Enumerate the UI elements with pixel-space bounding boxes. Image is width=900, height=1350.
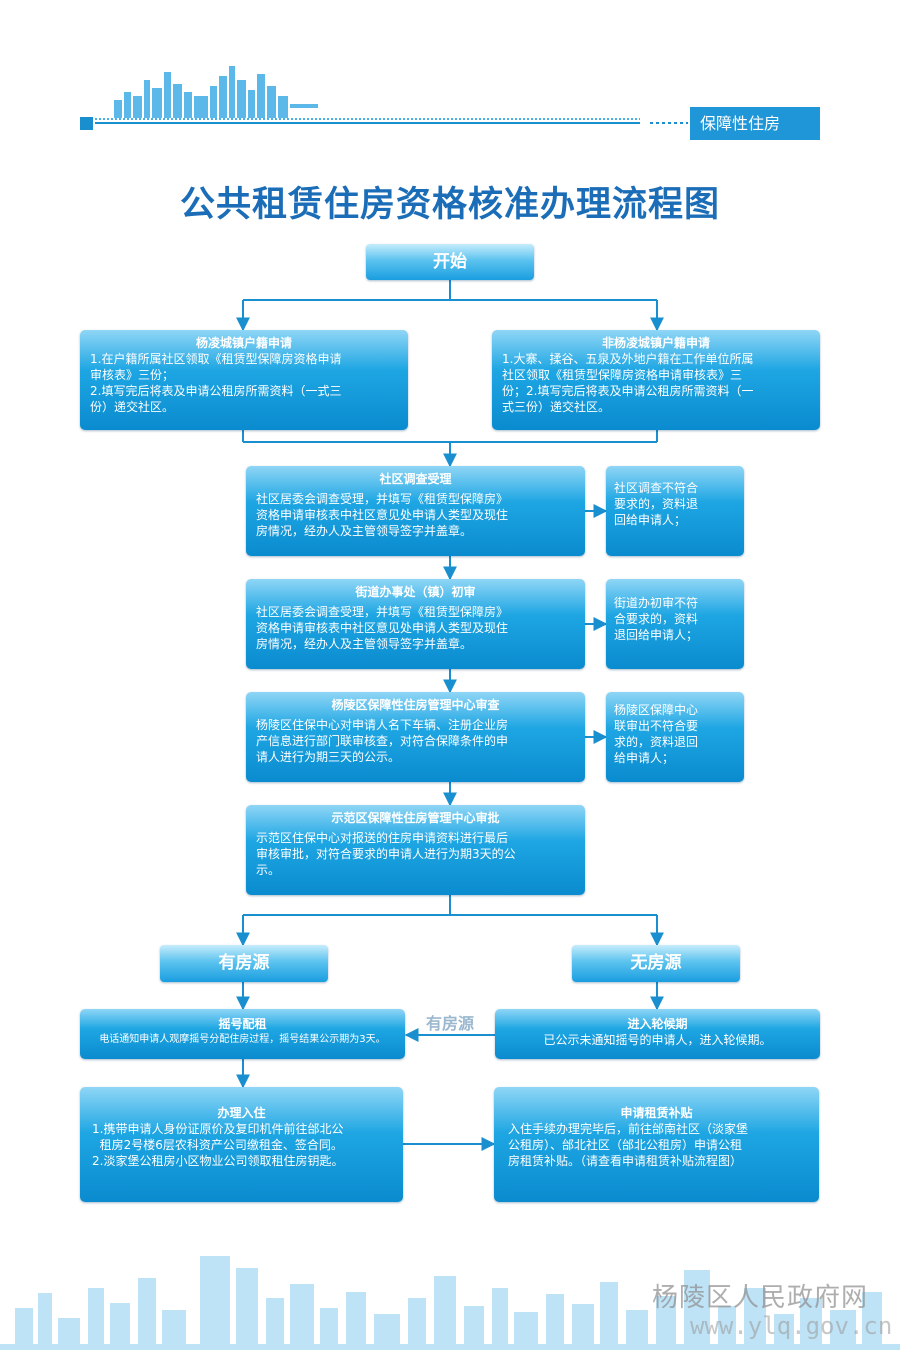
waiting-line: 已公示未通知摇号的申请人，进入轮候期。	[543, 1033, 772, 1047]
waiting-box: 进入轮候期 已公示未通知摇号的申请人，进入轮候期。	[495, 1009, 820, 1059]
watermark-name: 杨陵区人民政府网	[652, 1283, 869, 1313]
step-community-title: 社区调查受理	[379, 472, 452, 486]
step-district-line: 杨陵区住保中心对申请人名下车辆、注册企业房	[256, 718, 509, 732]
step-district-line: 请人进行为期三天的公示。	[256, 750, 401, 764]
step-district-box: 杨陵区保障性住房管理中心审查 杨陵区住保中心对申请人名下车辆、注册企业房 产信息…	[246, 692, 585, 782]
arrow-label-has-housing: 有房源	[426, 1014, 474, 1033]
branch-has-housing: 有房源	[160, 945, 328, 982]
waiting-title: 进入轮候期	[627, 1017, 688, 1031]
subsidy-line: 入住手续办理完毕后，前往邰南社区（淡家堡	[508, 1122, 749, 1136]
step-approval-box: 示范区保障性住房管理中心审批 示范区住保中心对报送的住房申请资料进行最后 审核审…	[246, 805, 585, 895]
right-apply-line: 社区领取《租赁型保障房资格申请审核表》三	[502, 368, 743, 382]
edge-step4-split	[243, 895, 657, 916]
right-apply-line: 份；2.填写完后将表及申请公租房所需资料（一	[502, 384, 754, 398]
checkin-box: 办理入住 1.携带申请人身份证原价及复印机件前往邰北公 租房2号楼6层农科资产公…	[80, 1087, 403, 1202]
right-apply-title: 非杨凌城镇户籍申请	[601, 336, 710, 350]
subsidy-title: 申请租赁补贴	[620, 1106, 693, 1120]
branch-no-housing: 无房源	[572, 945, 740, 982]
step-community-line: 房情况，经办人及主管领导签字并盖章。	[256, 524, 473, 538]
start-node: 开始	[366, 244, 534, 280]
lottery-box: 摇号配租 电话通知申请人观摩摇号分配住房过程，摇号结果公示期为3天。	[80, 1009, 405, 1059]
step-community-box: 社区调查受理 社区居委会调查受理，并填写《租赁型保障房》 资格申请审核表中社区意…	[246, 466, 585, 556]
step-street-line: 资格申请审核表中社区意见处申请人类型及现住	[256, 621, 509, 635]
header-rule	[95, 122, 640, 124]
header-dotted-line	[95, 118, 640, 120]
watermark-url: www.ylq.gov.cn	[690, 1312, 893, 1340]
category-tag: 保障性住房	[690, 107, 820, 140]
left-apply-line: 份）递交社区。	[90, 400, 175, 414]
branch-has-housing-label: 有房源	[218, 953, 270, 973]
subsidy-line: 房租赁补贴。（请查看申请租赁补贴流程图）	[508, 1154, 743, 1168]
step-district-title: 杨陵区保障性住房管理中心审查	[331, 698, 500, 712]
step-approval-line: 审核审批，对符合要求的申请人进行为期3天的公	[256, 847, 516, 861]
reject-community-line: 要求的，资料退	[614, 497, 699, 511]
reject-district-line: 杨陵区保障中心	[614, 703, 699, 717]
left-apply-box: 杨凌城镇户籍申请 1.在户籍所属社区领取《租赁型保障房资格申请 审核表》三份； …	[80, 330, 408, 430]
reject-community-line: 社区调查不符合	[614, 481, 699, 495]
start-label: 开始	[433, 252, 467, 272]
reject-street-line: 退回给申请人；	[614, 628, 699, 642]
step-street-line: 社区居委会调查受理，并填写《租赁型保障房》	[256, 605, 509, 619]
reject-district-box: 杨陵区保障中心 联审出不符合要 求的，资料退回 给申请人；	[606, 692, 744, 782]
reject-street-box: 街道办初审不符 合要求的，资料 退回给申请人；	[606, 579, 744, 669]
page-title: 公共租赁住房资格核准办理流程图	[179, 185, 720, 225]
branch-no-housing-label: 无房源	[630, 953, 682, 973]
subsidy-box: 申请租赁补贴 入住手续办理完毕后，前往邰南社区（淡家堡 公租房）、邰北社区（邰北…	[494, 1087, 819, 1202]
step-street-box: 街道办事处（镇）初审 社区居委会调查受理，并填写《租赁型保障房》 资格申请审核表…	[246, 579, 585, 669]
step-street-line: 房情况，经办人及主管领导签字并盖章。	[256, 637, 473, 651]
checkin-line: 2.淡家堡公租房小区物业公司领取租住房钥匙。	[92, 1154, 344, 1168]
lottery-line: 电话通知申请人观摩摇号分配住房过程，摇号结果公示期为3天。	[99, 1034, 386, 1045]
reject-street-line: 合要求的，资料	[614, 612, 699, 626]
left-apply-line: 2.填写完后将表及申请公租房所需资料（一式三	[90, 384, 342, 398]
right-apply-box: 非杨凌城镇户籍申请 1.大寨、揉谷、五泉及外地户籍在工作单位所属 社区领取《租赁…	[492, 330, 820, 430]
reject-district-line: 给申请人；	[614, 751, 675, 765]
edge-start-split	[243, 280, 657, 301]
reject-district-line: 联审出不符合要	[614, 719, 699, 733]
right-apply-line: 式三份）递交社区。	[502, 400, 611, 414]
reject-community-box: 社区调查不符合 要求的，资料退 回给申请人；	[606, 466, 744, 556]
step-approval-line: 示。	[256, 863, 281, 877]
step-district-line: 产信息进行部门联审核查，对符合保障条件的申	[256, 734, 509, 748]
reject-community-line: 回给申请人；	[614, 513, 687, 527]
checkin-line: 租房2号楼6层农科资产公司缴租金、签合同。	[92, 1138, 343, 1152]
reject-street-line: 街道办初审不符	[614, 596, 699, 610]
header-dashed-line	[650, 122, 688, 124]
right-apply-line: 1.大寨、揉谷、五泉及外地户籍在工作单位所属	[502, 352, 754, 366]
left-apply-title: 杨凌城镇户籍申请	[195, 336, 292, 350]
subsidy-line: 公租房）、邰北社区（邰北公租房）申请公租	[508, 1138, 743, 1152]
step-approval-title: 示范区保障性住房管理中心审批	[331, 811, 500, 825]
checkin-line: 1.携带申请人身份证原价及复印机件前往邰北公	[92, 1122, 344, 1136]
left-apply-line: 1.在户籍所属社区领取《租赁型保障房资格申请	[90, 352, 342, 366]
left-apply-line: 审核表》三份；	[90, 368, 175, 382]
step-street-title: 街道办事处（镇）初审	[355, 585, 476, 599]
checkin-title: 办理入住	[217, 1106, 266, 1120]
reject-district-line: 求的，资料退回	[614, 735, 699, 749]
skyline-header-icon	[114, 66, 318, 118]
header-square-icon	[80, 117, 93, 130]
step-community-line: 资格申请审核表中社区意见处申请人类型及现住	[256, 508, 509, 522]
lottery-title: 摇号配租	[218, 1017, 267, 1031]
step-community-line: 社区居委会调查受理，并填写《租赁型保障房》	[256, 492, 509, 506]
skyline-footer-icon	[0, 1256, 900, 1350]
edge-applies-merge	[242, 430, 658, 443]
step-approval-line: 示范区住保中心对报送的住房申请资料进行最后	[256, 831, 509, 845]
